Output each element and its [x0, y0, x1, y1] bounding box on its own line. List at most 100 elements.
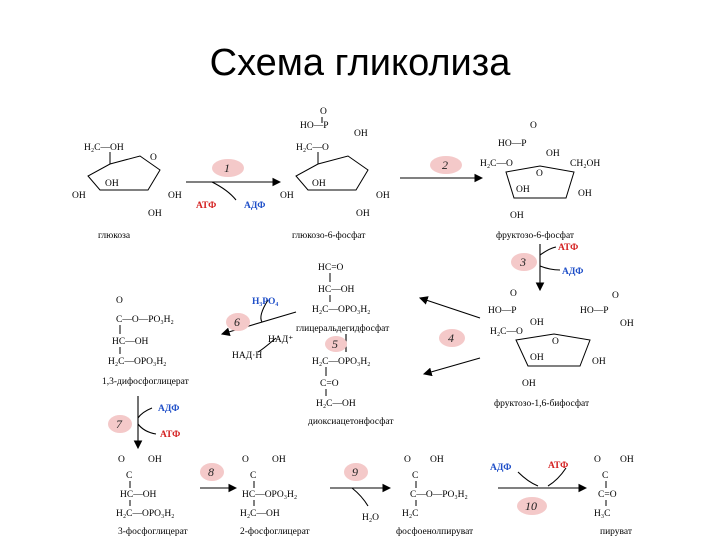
glucose-oh: OH: [105, 179, 119, 189]
3-phosphoglycerate-molecule: O OH C HC—OH H₂C—OPO₃H₂ 3-фосфоглицерат: [116, 455, 189, 537]
svg-text:АДФ: АДФ: [562, 267, 583, 277]
svg-text:9: 9: [352, 465, 358, 479]
svg-text:O: O: [594, 455, 601, 465]
svg-text:C=O: C=O: [598, 490, 617, 500]
fructose-6-phosphate-molecule: O HO—P OH H₂C—O CH₂OH O OH OH OH фруктоз…: [480, 121, 600, 241]
svg-text:O: O: [536, 169, 543, 179]
svg-text:O: O: [150, 153, 157, 163]
phosphoenolpyruvate-molecule: O OH C C—O—PO₃H₂ H₂C фосфоенолпируват: [396, 455, 474, 537]
svg-text:OH: OH: [546, 149, 560, 159]
pg2-label: 2-фосфоглицерат: [240, 526, 311, 537]
svg-text:OH: OH: [620, 455, 634, 465]
step-5-badge: [325, 336, 347, 352]
svg-text:OH: OH: [592, 357, 606, 367]
svg-text:H₂C—OPO₃H₂: H₂C—OPO₃H₂: [108, 357, 167, 367]
svg-text:C: C: [602, 471, 608, 481]
svg-text:O: O: [552, 337, 559, 347]
svg-text:O: O: [510, 289, 517, 299]
svg-text:CH₂OH: CH₂OH: [570, 159, 600, 169]
glucose-oh: OH: [72, 191, 86, 201]
phosphate-label: H₃PO₄: [252, 297, 278, 307]
svg-text:C: C: [412, 471, 418, 481]
nad-label: НАД⁺: [268, 335, 293, 345]
svg-text:H₂C—OH: H₂C—OH: [316, 399, 356, 409]
svg-text:H₂C—OH: H₂C—OH: [240, 509, 280, 519]
svg-text:HC—OH: HC—OH: [112, 337, 149, 347]
svg-text:H₂C—OPO₃H₂: H₂C—OPO₃H₂: [312, 305, 371, 315]
svg-text:OH: OH: [312, 179, 326, 189]
svg-text:C—O—PO₃H₂: C—O—PO₃H₂: [410, 490, 468, 500]
svg-text:2: 2: [442, 158, 448, 172]
svg-text:OH: OH: [530, 353, 544, 363]
svg-text:H₂C: H₂C: [402, 509, 419, 519]
svg-text:АТФ: АТФ: [160, 430, 180, 440]
pg3-label: 3-фосфоглицерат: [118, 526, 189, 537]
svg-text:8: 8: [208, 465, 214, 479]
glucose-oh: OH: [168, 191, 182, 201]
g6p-label: глюкозо-6-фосфат: [292, 230, 366, 241]
step-3-badge: [511, 253, 537, 271]
svg-text:OH: OH: [354, 129, 368, 139]
adp-label: АДФ: [244, 201, 265, 211]
svg-text:H₂C—OPO₃H₂: H₂C—OPO₃H₂: [312, 357, 371, 367]
svg-text:HC—OPO₃H₂: HC—OPO₃H₂: [242, 490, 297, 500]
step-4-badge: [439, 329, 465, 347]
pyruvate-label: пируват: [600, 527, 633, 537]
glucose-ch2oh: H₂C—OH: [84, 143, 124, 153]
svg-text:HO—P: HO—P: [300, 121, 329, 131]
svg-text:H₂C—O: H₂C—O: [296, 143, 329, 153]
svg-text:O: O: [530, 121, 537, 131]
svg-text:3: 3: [519, 255, 526, 269]
glyceraldehyde-phosphate-molecule: HC=O HC—OH H₂C—OPO₃H₂ глицеральдегидфосф…: [296, 263, 390, 334]
svg-text:O: O: [118, 455, 125, 465]
svg-text:OH: OH: [148, 455, 162, 465]
step-6-badge: [226, 313, 250, 331]
svg-text:OH: OH: [272, 455, 286, 465]
fructose-1-6-bisphosphate-molecule: O HO—P OH O HO—P OH H₂C—O O OH OH OH фру…: [488, 289, 634, 409]
step-1-badge: [212, 159, 244, 177]
svg-text:HC=O: HC=O: [318, 263, 344, 273]
atp-label: АТФ: [196, 201, 216, 211]
dhap-label: диоксиацетонфосфат: [308, 416, 394, 427]
svg-text:OH: OH: [620, 319, 634, 329]
svg-text:C—O—PO₃H₂: C—O—PO₃H₂: [116, 315, 174, 325]
svg-text:10: 10: [525, 499, 537, 513]
svg-text:OH: OH: [280, 191, 294, 201]
svg-text:O: O: [242, 455, 249, 465]
svg-text:O: O: [320, 107, 327, 117]
svg-text:HC—OH: HC—OH: [318, 285, 355, 295]
svg-text:АТФ: АТФ: [558, 243, 578, 253]
svg-text:H₂C—O: H₂C—O: [490, 327, 523, 337]
f16bp-label: фруктозо-1,6-бифосфат: [494, 398, 590, 409]
svg-text:OH: OH: [376, 191, 390, 201]
glucose-6-phosphate-molecule: O HO—P OH H₂C—O OH OH OH OH глюкозо-6-фо…: [280, 107, 390, 241]
svg-text:OH: OH: [356, 209, 370, 219]
svg-text:O: O: [116, 296, 123, 306]
svg-text:H₂C—OPO₃H₂: H₂C—OPO₃H₂: [116, 509, 175, 519]
svg-text:O: O: [612, 291, 619, 301]
bisphosphoglycerate-molecule: O C—O—PO₃H₂ HC—OH H₂C—OPO₃H₂ 1,3-дифосфо…: [102, 296, 190, 387]
svg-text:C=O: C=O: [320, 379, 339, 389]
step-10-badge: [517, 497, 547, 515]
water-label: H₂O: [362, 513, 379, 523]
svg-text:HO—P: HO—P: [488, 306, 517, 316]
svg-text:HC—OH: HC—OH: [120, 490, 157, 500]
pep-label: фосфоенолпируват: [396, 526, 474, 537]
f6p-label: фруктозо-6-фосфат: [496, 230, 575, 241]
svg-text:C: C: [250, 471, 256, 481]
svg-text:OH: OH: [578, 189, 592, 199]
svg-text:HO—P: HO—P: [580, 306, 609, 316]
pyruvate-molecule: O OH C C=O H₃C пируват: [594, 455, 634, 537]
nadh-label: НАД·Н: [232, 351, 262, 361]
2-phosphoglycerate-molecule: O OH C HC—OPO₃H₂ H₂C—OH 2-фосфоглицерат: [240, 455, 311, 537]
svg-text:H₂C—O: H₂C—O: [480, 159, 513, 169]
svg-text:O: O: [404, 455, 411, 465]
glucose-label: глюкоза: [98, 231, 131, 241]
step-8-badge: [200, 463, 224, 481]
dihydroxyacetone-phosphate-molecule: H₂C—OPO₃H₂ C=O H₂C—OH диоксиацетонфосфат: [308, 357, 394, 427]
step-2-badge: [430, 156, 462, 174]
svg-text:АДФ: АДФ: [490, 463, 511, 473]
svg-text:5: 5: [332, 337, 338, 351]
svg-text:6: 6: [234, 315, 240, 329]
